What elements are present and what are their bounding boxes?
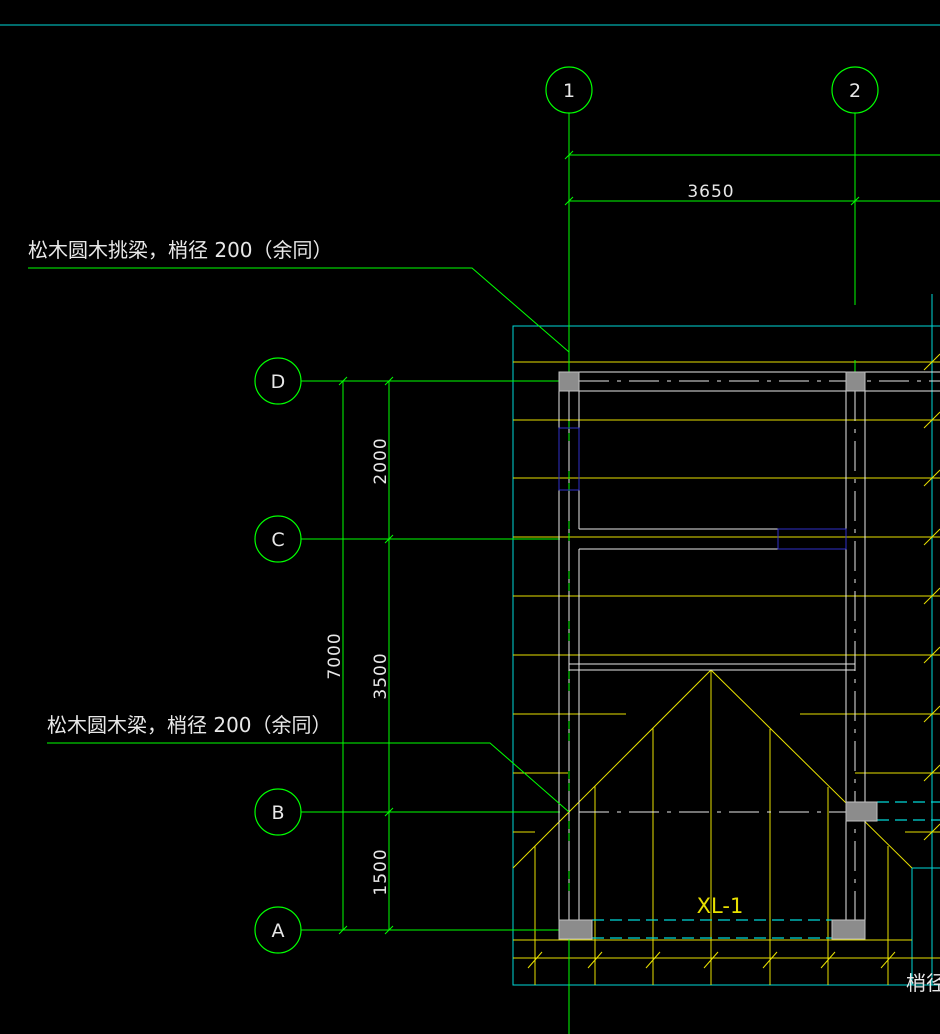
axis-label-B: B	[271, 802, 284, 824]
dimension-seg-C-B: 3500	[371, 652, 391, 699]
axis-bubble-B: B	[254, 788, 302, 836]
column-A1	[558, 919, 593, 940]
axis-bubble-2: 2	[831, 66, 879, 114]
axis-label-A: A	[272, 920, 285, 942]
column-D2	[845, 371, 866, 392]
axis-label-C: C	[271, 529, 284, 551]
axis-label-1: 1	[563, 80, 575, 102]
note-partial: 梢径	[906, 971, 940, 995]
dimension-seg-D-C: 2000	[371, 437, 391, 484]
leader-lines	[28, 267, 570, 813]
dimension-total-vertical: 7000	[325, 632, 345, 679]
axis-bubble-1: 1	[545, 66, 593, 114]
column-B2	[845, 801, 878, 822]
dimension-seg-B-A: 1500	[371, 848, 391, 895]
axis-bubble-D: D	[254, 357, 302, 405]
beam-xl-1	[592, 801, 940, 939]
beam-tag-xl-1: XL-1	[697, 894, 744, 918]
axis-bubble-C: C	[254, 515, 302, 563]
column-D1	[558, 371, 580, 392]
axis-bubble-A: A	[254, 906, 302, 954]
roof-outline	[512, 294, 940, 986]
axis-label-D: D	[271, 371, 286, 393]
windows	[558, 427, 847, 550]
columns	[558, 371, 878, 940]
column-A2	[831, 919, 866, 940]
dimension-lines	[338, 150, 940, 935]
dimension-span-1-2: 3650	[687, 182, 734, 202]
note-cantilever-beam: 松木圆木挑梁，梢径 200（余同）	[28, 238, 333, 262]
beam-centerlines	[568, 380, 940, 920]
axis-label-2: 2	[849, 80, 861, 102]
walls	[558, 371, 940, 920]
note-log-beam: 松木圆木梁，梢径 200（余同）	[47, 713, 332, 737]
